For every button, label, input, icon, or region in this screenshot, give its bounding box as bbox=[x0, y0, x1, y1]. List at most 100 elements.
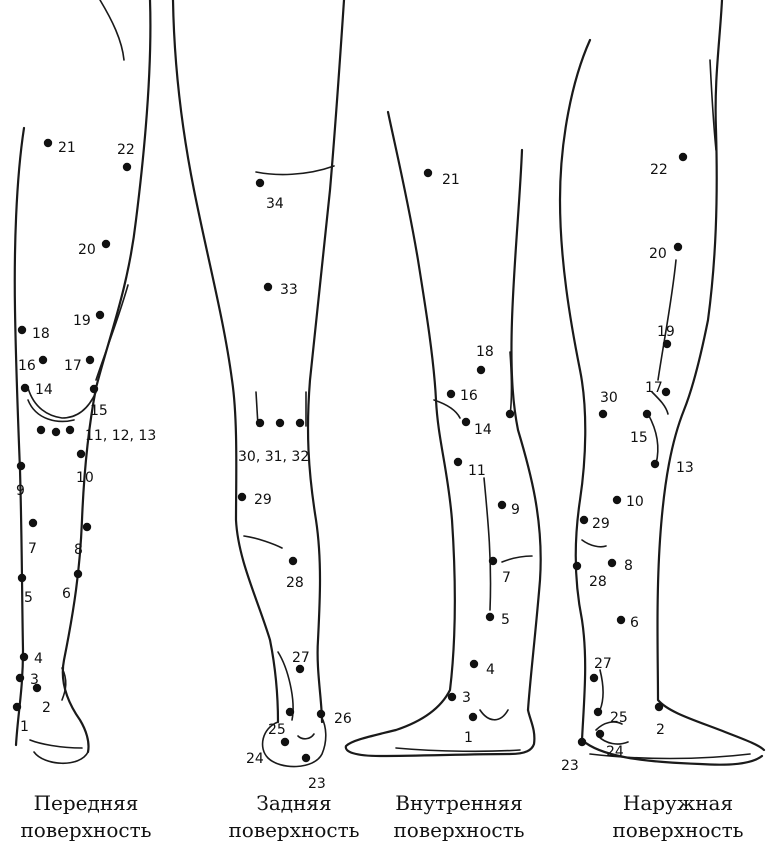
point-label-inner: 11 bbox=[468, 463, 486, 479]
point-front-15 bbox=[90, 385, 98, 393]
point-inner-21 bbox=[424, 169, 432, 177]
point-label-outer: 23 bbox=[561, 758, 579, 774]
point-inner-5 bbox=[486, 613, 494, 621]
point-label-outer: 19 bbox=[657, 324, 675, 340]
point-outer-8 bbox=[608, 559, 616, 567]
point-label-back: 28 bbox=[286, 575, 304, 591]
back-leg-outline bbox=[173, 0, 344, 767]
point-label-back: 29 bbox=[254, 492, 272, 508]
point-label-front: 8 bbox=[74, 542, 83, 558]
point-inner-3 bbox=[448, 693, 456, 701]
point-label-front: 20 bbox=[78, 242, 96, 258]
point-label-inner: 14 bbox=[474, 422, 492, 438]
point-label-front: 1 bbox=[20, 719, 29, 735]
caption-back-line1: Задняя bbox=[224, 790, 364, 817]
caption-front-line2: поверхность bbox=[16, 817, 156, 844]
point-label-outer: 13 bbox=[676, 460, 694, 476]
point-front-19 bbox=[96, 311, 104, 319]
point-outer-28 bbox=[573, 562, 581, 570]
point-front-7 bbox=[29, 519, 37, 527]
point-label-outer: 28 bbox=[589, 574, 607, 590]
point-front-4 bbox=[20, 653, 28, 661]
point-label-outer: 27 bbox=[594, 656, 612, 672]
point-label-front: 7 bbox=[28, 541, 37, 557]
point-front-17 bbox=[86, 356, 94, 364]
point-outer-19 bbox=[663, 340, 671, 348]
point-back-extra-3 bbox=[276, 419, 284, 427]
point-back-extra-4 bbox=[296, 419, 304, 427]
point-front-18 bbox=[18, 326, 26, 334]
point-label-outer: 2 bbox=[656, 722, 665, 738]
point-back-24 bbox=[281, 738, 289, 746]
point-inner-14 bbox=[462, 418, 470, 426]
point-label-inner: 3 bbox=[462, 690, 471, 706]
point-label-outer: 29 bbox=[592, 516, 610, 532]
point-front-8 bbox=[83, 523, 91, 531]
point-label-outer: 6 bbox=[630, 615, 639, 631]
caption-front: Передняя поверхность bbox=[16, 790, 156, 844]
point-front-9 bbox=[17, 462, 25, 470]
point-inner-11 bbox=[454, 458, 462, 466]
point-outer-30 bbox=[599, 410, 607, 418]
point-outer-2 bbox=[655, 703, 663, 711]
point-outer-24 bbox=[596, 730, 604, 738]
point-outer-22 bbox=[679, 153, 687, 161]
point-label-inner: 4 bbox=[486, 662, 495, 678]
point-label-inner: 1 bbox=[464, 730, 473, 746]
point-front-21 bbox=[44, 139, 52, 147]
point-label-front: 4 bbox=[34, 651, 43, 667]
point-back-25 bbox=[286, 708, 294, 716]
point-back-28 bbox=[289, 557, 297, 565]
caption-inner-line1: Внутренняя bbox=[384, 790, 534, 817]
point-inner-9 bbox=[498, 501, 506, 509]
point-back-27 bbox=[296, 665, 304, 673]
point-outer-6 bbox=[617, 616, 625, 624]
point-front-10 bbox=[77, 450, 85, 458]
point-outer-29 bbox=[580, 516, 588, 524]
point-label-front: 15 bbox=[90, 403, 108, 419]
point-outer-27 bbox=[590, 674, 598, 682]
point-label-front: 21 bbox=[58, 140, 76, 156]
point-label-front: 2 bbox=[42, 700, 51, 716]
point-label-outer: 10 bbox=[626, 494, 644, 510]
point-front-11-12-13 bbox=[37, 426, 45, 434]
point-label-front: 6 bbox=[62, 586, 71, 602]
point-label-front: 10 bbox=[76, 470, 94, 486]
point-label-front: 14 bbox=[35, 382, 53, 398]
point-label-back: 24 bbox=[246, 751, 264, 767]
point-front-extra-11 bbox=[66, 426, 74, 434]
point-outer-15 bbox=[643, 410, 651, 418]
caption-outer-line2: поверхность bbox=[598, 817, 758, 844]
point-label-outer: 25 bbox=[610, 710, 628, 726]
point-label-inner: 16 bbox=[460, 388, 478, 404]
point-label-outer: 8 bbox=[624, 558, 633, 574]
point-label-front: 16 bbox=[18, 358, 36, 374]
point-inner-7 bbox=[489, 557, 497, 565]
point-label-back: 25 bbox=[268, 722, 286, 738]
point-back-26 bbox=[317, 710, 325, 718]
caption-outer: Наружная поверхность bbox=[598, 790, 758, 844]
point-label-outer: 30 bbox=[600, 390, 618, 406]
point-label-outer: 15 bbox=[630, 430, 648, 446]
point-label-outer: 20 bbox=[649, 246, 667, 262]
point-outer-13 bbox=[651, 460, 659, 468]
point-front-5 bbox=[18, 574, 26, 582]
point-back-30-31-32 bbox=[256, 419, 264, 427]
point-label-inner: 7 bbox=[502, 570, 511, 586]
caption-outer-line1: Наружная bbox=[598, 790, 758, 817]
caption-back-line2: поверхность bbox=[224, 817, 364, 844]
caption-inner: Внутренняя поверхность bbox=[384, 790, 534, 844]
point-back-29 bbox=[238, 493, 246, 501]
point-back-34 bbox=[256, 179, 264, 187]
point-label-front: 9 bbox=[16, 483, 25, 499]
caption-back: Задняя поверхность bbox=[224, 790, 364, 844]
point-label-inner: 18 bbox=[476, 344, 494, 360]
point-inner-4 bbox=[470, 660, 478, 668]
point-label-front: 22 bbox=[117, 142, 135, 158]
point-label-inner: 21 bbox=[442, 172, 460, 188]
point-label-front: 19 bbox=[73, 313, 91, 329]
point-label-outer: 17 bbox=[645, 380, 663, 396]
point-inner-1 bbox=[469, 713, 477, 721]
